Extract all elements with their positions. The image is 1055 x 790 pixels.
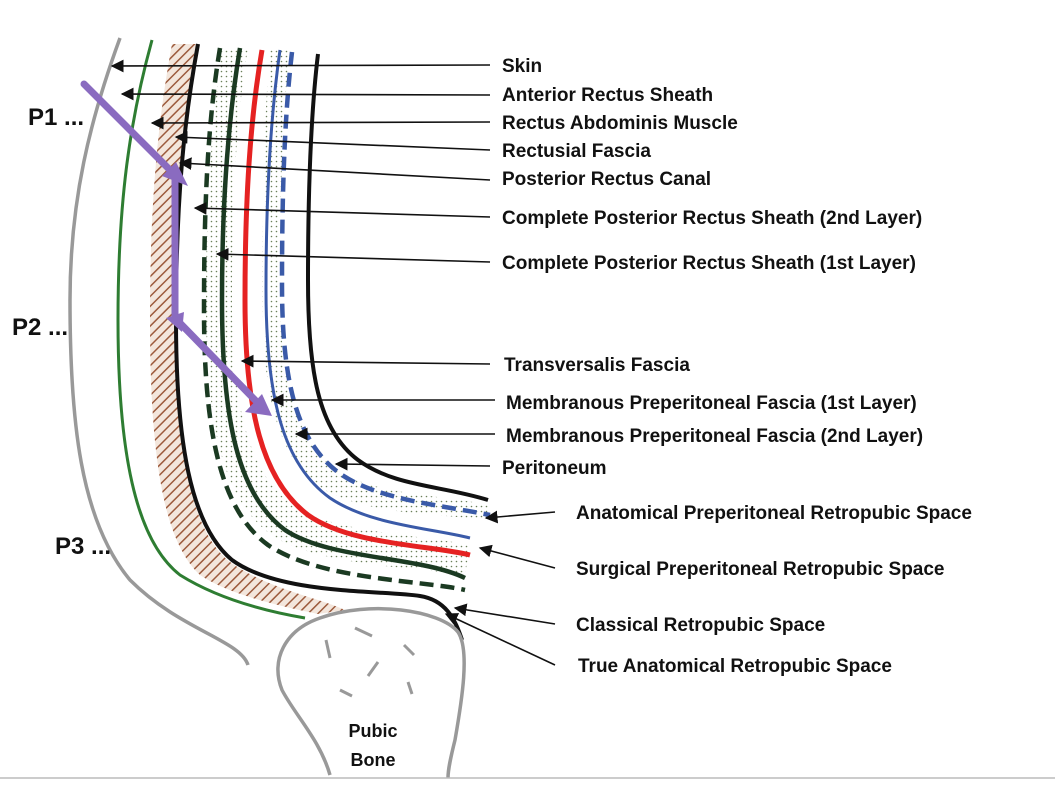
label-anatomical-preperitoneal-space: Anatomical Preperitoneal Retropubic Spac… — [576, 503, 972, 524]
skin-line — [68, 37, 250, 666]
label-posterior-rectus-canal: Posterior Rectus Canal — [502, 169, 711, 190]
label-classical-retropubic-space: Classical Retropubic Space — [576, 615, 825, 636]
pubic-bone-texture — [324, 626, 416, 698]
leader-true-space — [444, 613, 556, 666]
leader-surgical-space — [478, 544, 556, 569]
label-p2: P2 ... — [12, 314, 68, 341]
anterior-rectus-sheath-line — [116, 39, 306, 620]
leader-anterior-rectus-sheath — [120, 87, 491, 101]
leader-skin — [110, 59, 491, 73]
label-rectus-abdominis-muscle: Rectus Abdominis Muscle — [502, 113, 738, 134]
label-pubic-bone-line2: Bone — [351, 750, 396, 770]
label-transversalis-fascia: Transversalis Fascia — [504, 355, 690, 376]
label-rectusial-fascia: Rectusial Fascia — [502, 141, 651, 162]
label-surgical-preperitoneal-space: Surgical Preperitoneal Retropubic Space — [576, 559, 945, 580]
rectusial-fascia-line — [173, 43, 464, 641]
label-posterior-sheath-1st: Complete Posterior Rectus Sheath (1st La… — [502, 253, 916, 274]
leader-posterior-sheath-1st — [215, 247, 491, 263]
label-true-anatomical-retropubic-space: True Anatomical Retropubic Space — [578, 656, 892, 677]
leader-rectus-abdominis — [150, 116, 491, 130]
dotted-space-fill-2 — [262, 50, 490, 520]
label-peritoneum: Peritoneum — [502, 458, 607, 479]
label-preperitoneal-1st: Membranous Preperitoneal Fascia (1st Lay… — [506, 393, 917, 414]
pathway-arrow — [80, 80, 272, 416]
peritoneum-line — [305, 53, 489, 502]
leader-posterior-rectus-canal — [178, 157, 491, 181]
posterior-sheath-1st-layer-line — [219, 47, 466, 581]
leader-rectusial-fascia — [174, 131, 491, 151]
leader-anatomical-space — [484, 510, 556, 524]
leader-lines — [110, 59, 556, 666]
label-p1: P1 ... — [28, 104, 84, 131]
transversalis-fascia-line — [242, 49, 471, 558]
leader-classical-space — [453, 603, 556, 625]
preperitoneal-fascia-2nd-line — [279, 51, 491, 518]
label-p3: P3 ... — [55, 533, 111, 560]
pubic-bone-outline — [276, 606, 466, 779]
leader-peritoneum — [334, 457, 491, 471]
label-pubic-bone-line1: Pubic — [348, 721, 397, 741]
label-skin: Skin — [502, 56, 542, 77]
label-anterior-rectus-sheath: Anterior Rectus Sheath — [502, 85, 713, 106]
leader-transversalis — [240, 354, 491, 368]
label-posterior-sheath-2nd: Complete Posterior Rectus Sheath (2nd La… — [502, 208, 922, 229]
label-preperitoneal-2nd: Membranous Preperitoneal Fascia (2nd Lay… — [506, 426, 923, 447]
leader-posterior-sheath-2nd — [193, 201, 491, 218]
posterior-sheath-2nd-layer-line — [201, 47, 466, 593]
rectus-abdominis-band — [150, 44, 345, 614]
